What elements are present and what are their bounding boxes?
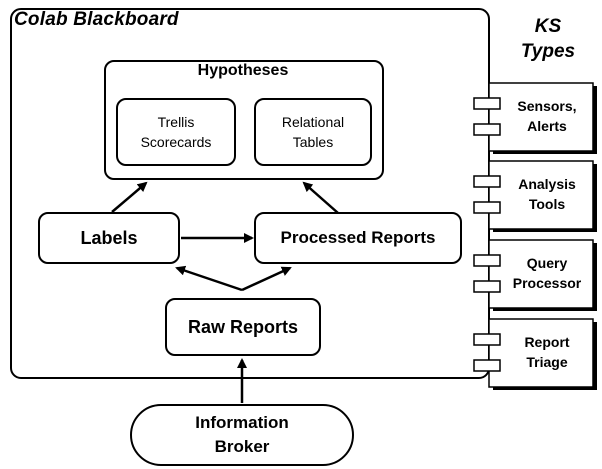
ks-analysis-tools-label[interactable]: Analysis Tools: [518, 176, 576, 212]
trellis-scorecards-box[interactable]: Trellis Scorecards: [116, 98, 236, 166]
ks-query-processor-label[interactable]: Query Processor: [512, 255, 582, 291]
arrow-raw-to-labels: [175, 265, 243, 292]
labels-box[interactable]: Labels: [38, 212, 180, 264]
processed-reports-box[interactable]: Processed Reports: [254, 212, 462, 264]
hypotheses-title: Hypotheses: [197, 62, 289, 79]
arrow-processed-to-hypotheses: [302, 181, 339, 214]
arrow-labels-to-hypotheses: [111, 181, 148, 213]
relational-tables-box[interactable]: Relational Tables: [254, 98, 372, 166]
ks-sensors-alerts-label[interactable]: Sensors, Alerts: [517, 98, 577, 134]
ks-analysis-shape: [473, 160, 597, 232]
ks-triage-shape: [473, 318, 597, 390]
ks-types-title: KS Types: [520, 16, 576, 62]
arrow-raw-to-processed: [241, 266, 292, 292]
raw-reports-box[interactable]: Raw Reports: [165, 298, 321, 356]
blackboard-title: Colab Blackboard: [14, 9, 179, 30]
information-broker-node[interactable]: Information Broker: [130, 404, 354, 466]
ks-query-shape: [473, 239, 597, 311]
ks-report-triage-label[interactable]: Report Triage: [524, 334, 570, 370]
ks-sensors-shape: [473, 82, 597, 154]
